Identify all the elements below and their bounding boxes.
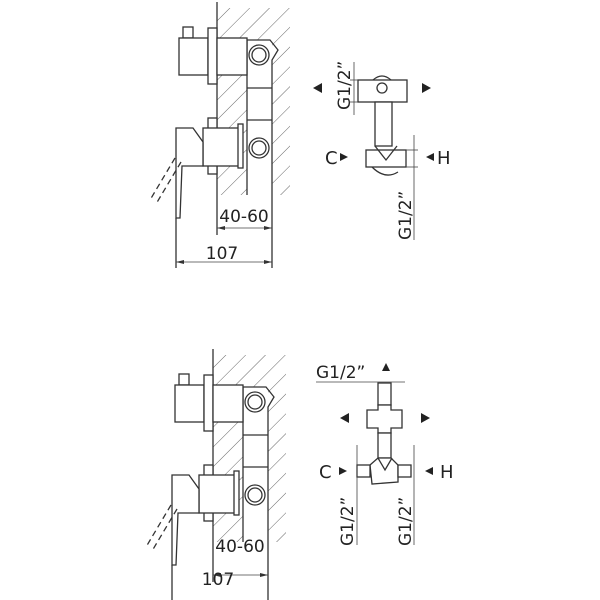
- total-dimension: 107: [206, 244, 238, 264]
- hot-label: H: [437, 148, 451, 169]
- bottom-right-thread-label: G1/2”: [396, 497, 416, 546]
- side-view-top: [149, 1, 291, 269]
- hot-label: H: [440, 462, 454, 483]
- top-thread-label: G1/2”: [316, 363, 365, 383]
- side-view-bottom: [145, 348, 287, 600]
- cold-label: C: [325, 148, 338, 169]
- top-thread-label: G1/2”: [335, 61, 355, 110]
- depth-dimension: 40-60: [219, 207, 268, 227]
- bottom-left-thread-label: G1/2”: [338, 497, 358, 546]
- cold-label: C: [319, 462, 332, 483]
- bottom-thread-label: G1/2”: [396, 191, 416, 240]
- front-view-bottom: [316, 363, 433, 545]
- depth-dimension: 40-60: [215, 537, 264, 557]
- total-dimension: 107: [202, 570, 234, 590]
- front-view-top: [313, 62, 434, 240]
